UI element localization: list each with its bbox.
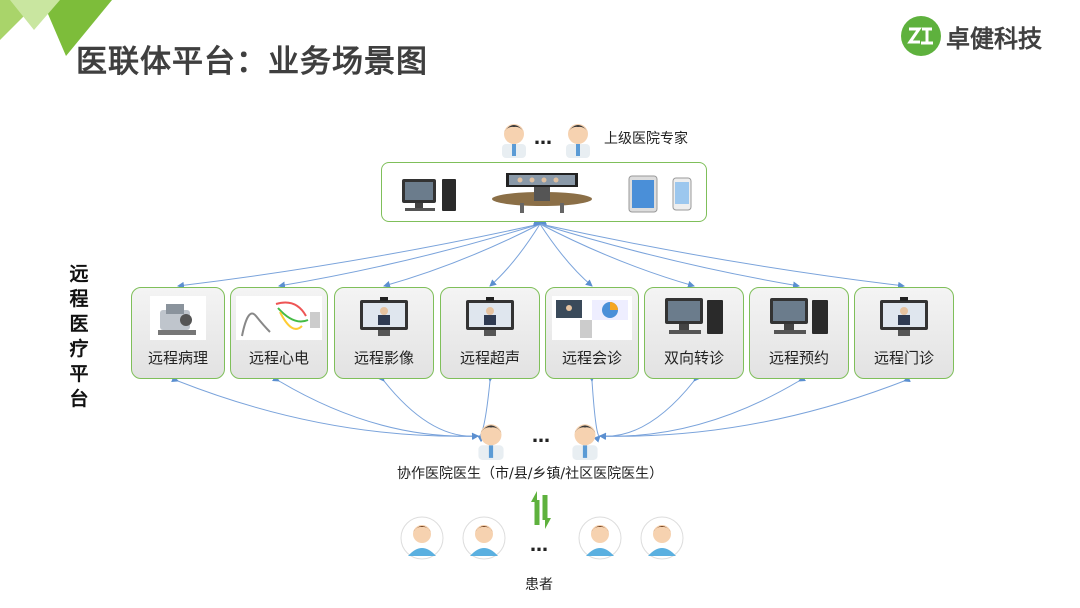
arrow-service-doctor: [477, 374, 495, 443]
video-monitor-icon: [878, 296, 930, 342]
service-box: 远程心电: [230, 287, 328, 379]
expert-label: 上级医院专家: [604, 131, 688, 147]
service-label: 远程影像: [353, 349, 414, 367]
side-label-char: 程: [69, 288, 89, 310]
desktop-computer-icon: [663, 296, 725, 340]
patient-ellipsis: …: [530, 535, 548, 556]
collab-doctor-label: 协作医院医生（市/县/乡镇/社区医院医生）: [397, 466, 664, 482]
exchange-arrows-icon: [531, 491, 551, 529]
service-box: 远程门诊: [854, 287, 954, 379]
desktop-computer-icon: [768, 296, 830, 340]
conference-room-icon: [492, 173, 592, 213]
service-label: 远程心电: [248, 349, 309, 367]
arrow-top-service: [177, 219, 547, 289]
service-label: 远程病理: [147, 349, 208, 367]
expert-equipment-box: [381, 162, 707, 222]
side-label-char: 远: [69, 263, 89, 285]
arrow-service-doctor: [599, 374, 701, 440]
arrow-service-doctor: [599, 374, 806, 440]
side-label-char: 医: [69, 313, 89, 335]
arrow-service-doctor: [377, 374, 479, 440]
microscope-icon: [150, 296, 206, 344]
video-conference-icon: [552, 296, 632, 344]
service-label: 远程会诊: [561, 349, 622, 367]
side-label: 远程医疗平台: [66, 262, 92, 412]
service-label: 远程超声: [459, 349, 520, 367]
service-box: 远程影像: [334, 287, 434, 379]
arrow-service-doctor: [599, 375, 911, 440]
service-box: 双向转诊: [644, 287, 744, 379]
page-title: 医联体平台：业务场景图: [76, 44, 428, 80]
service-label: 远程预约: [768, 349, 829, 367]
corner-decoration: [0, 0, 112, 56]
arrow-service-doctor: [272, 374, 479, 440]
service-box: 远程超声: [440, 287, 540, 379]
collab-ellipsis: …: [532, 426, 550, 447]
service-box: 远程会诊: [545, 287, 639, 379]
collab-doctor-avatar-2: [572, 424, 598, 460]
patient-avatar-icon: [640, 516, 684, 560]
patient-label: 患者: [525, 577, 553, 593]
service-box: 远程病理: [131, 287, 225, 379]
expert-doctor-avatar-1: [502, 124, 526, 158]
ecg-device-icon: [236, 296, 322, 344]
arrow-top-service: [278, 218, 547, 289]
patient-avatar-icon: [578, 516, 622, 560]
arrow-top-service: [533, 218, 695, 288]
expert-ellipsis: …: [534, 128, 552, 149]
service-box: 远程预约: [749, 287, 849, 379]
collab-doctor-avatar-1: [478, 424, 504, 460]
brand-name: 卓健科技: [946, 25, 1042, 53]
tablet-icon: [628, 175, 658, 213]
arrow-top-service: [533, 219, 905, 289]
expert-doctor-avatar-2: [566, 124, 590, 158]
patient-avatar-icon: [400, 516, 444, 560]
arrow-service-doctor: [171, 375, 479, 440]
arrow-top-service: [533, 218, 800, 289]
brand-logo-icon: [901, 16, 941, 56]
patient-avatar-icon: [462, 516, 506, 560]
video-monitor-icon: [358, 296, 410, 342]
video-monitor-icon: [464, 296, 516, 342]
side-label-char: 平: [69, 363, 89, 385]
smartphone-icon: [672, 177, 692, 211]
arrow-top-service: [383, 218, 547, 288]
desktop-computer-icon: [402, 179, 456, 211]
side-label-char: 疗: [69, 338, 89, 360]
side-label-char: 台: [69, 388, 89, 410]
service-label: 远程门诊: [873, 349, 934, 367]
service-label: 双向转诊: [663, 349, 724, 367]
